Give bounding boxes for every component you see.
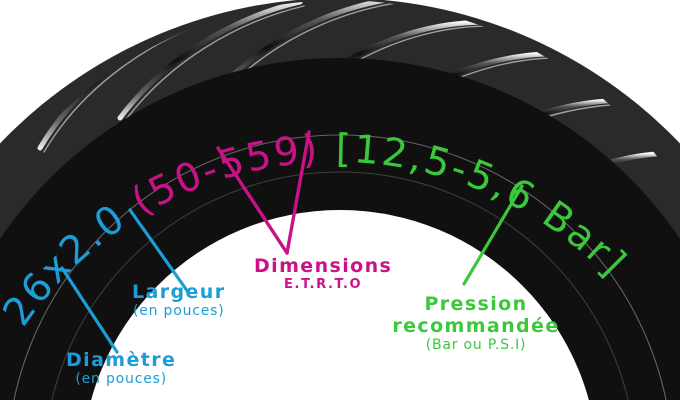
- leader-lines: [60, 130, 524, 354]
- annotation-largeur-title: Largeur: [132, 281, 226, 303]
- annotation-diametre-title: Diamètre: [66, 349, 177, 371]
- annotation-pression-title: Pression: [424, 293, 528, 315]
- tire-inner-opening: [91, 210, 589, 400]
- inner-thin-ring: [13, 134, 667, 400]
- annotation-largeur-subtitle: (en pouces): [132, 303, 225, 319]
- annotation-dimensions: Dimensions E.T.R.T.O: [254, 255, 392, 292]
- annotation-pression-subtitle: (Bar ou P.S.I): [425, 337, 527, 353]
- annotation-dimensions-title: Dimensions: [254, 255, 393, 277]
- leader-line-largeur: [128, 208, 190, 294]
- leader-line-diametre: [60, 266, 119, 354]
- leader-line-dimensions-left: [216, 146, 289, 255]
- annotation-largeur: Largeur (en pouces): [132, 281, 225, 319]
- leader-line-dimensions-right: [285, 130, 311, 255]
- bead-thin-ring: [51, 171, 629, 400]
- leader-line-pression: [462, 184, 524, 286]
- annotation-pression-title2: recommandée: [392, 315, 560, 337]
- annotation-pression: Pression recommandée (Bar ou P.S.I): [383, 293, 569, 353]
- annotation-diametre: Diamètre (en pouces): [66, 349, 176, 387]
- annotation-diametre-subtitle: (en pouces): [75, 371, 167, 387]
- annotation-dimensions-subtitle: E.T.R.T.O: [284, 277, 363, 292]
